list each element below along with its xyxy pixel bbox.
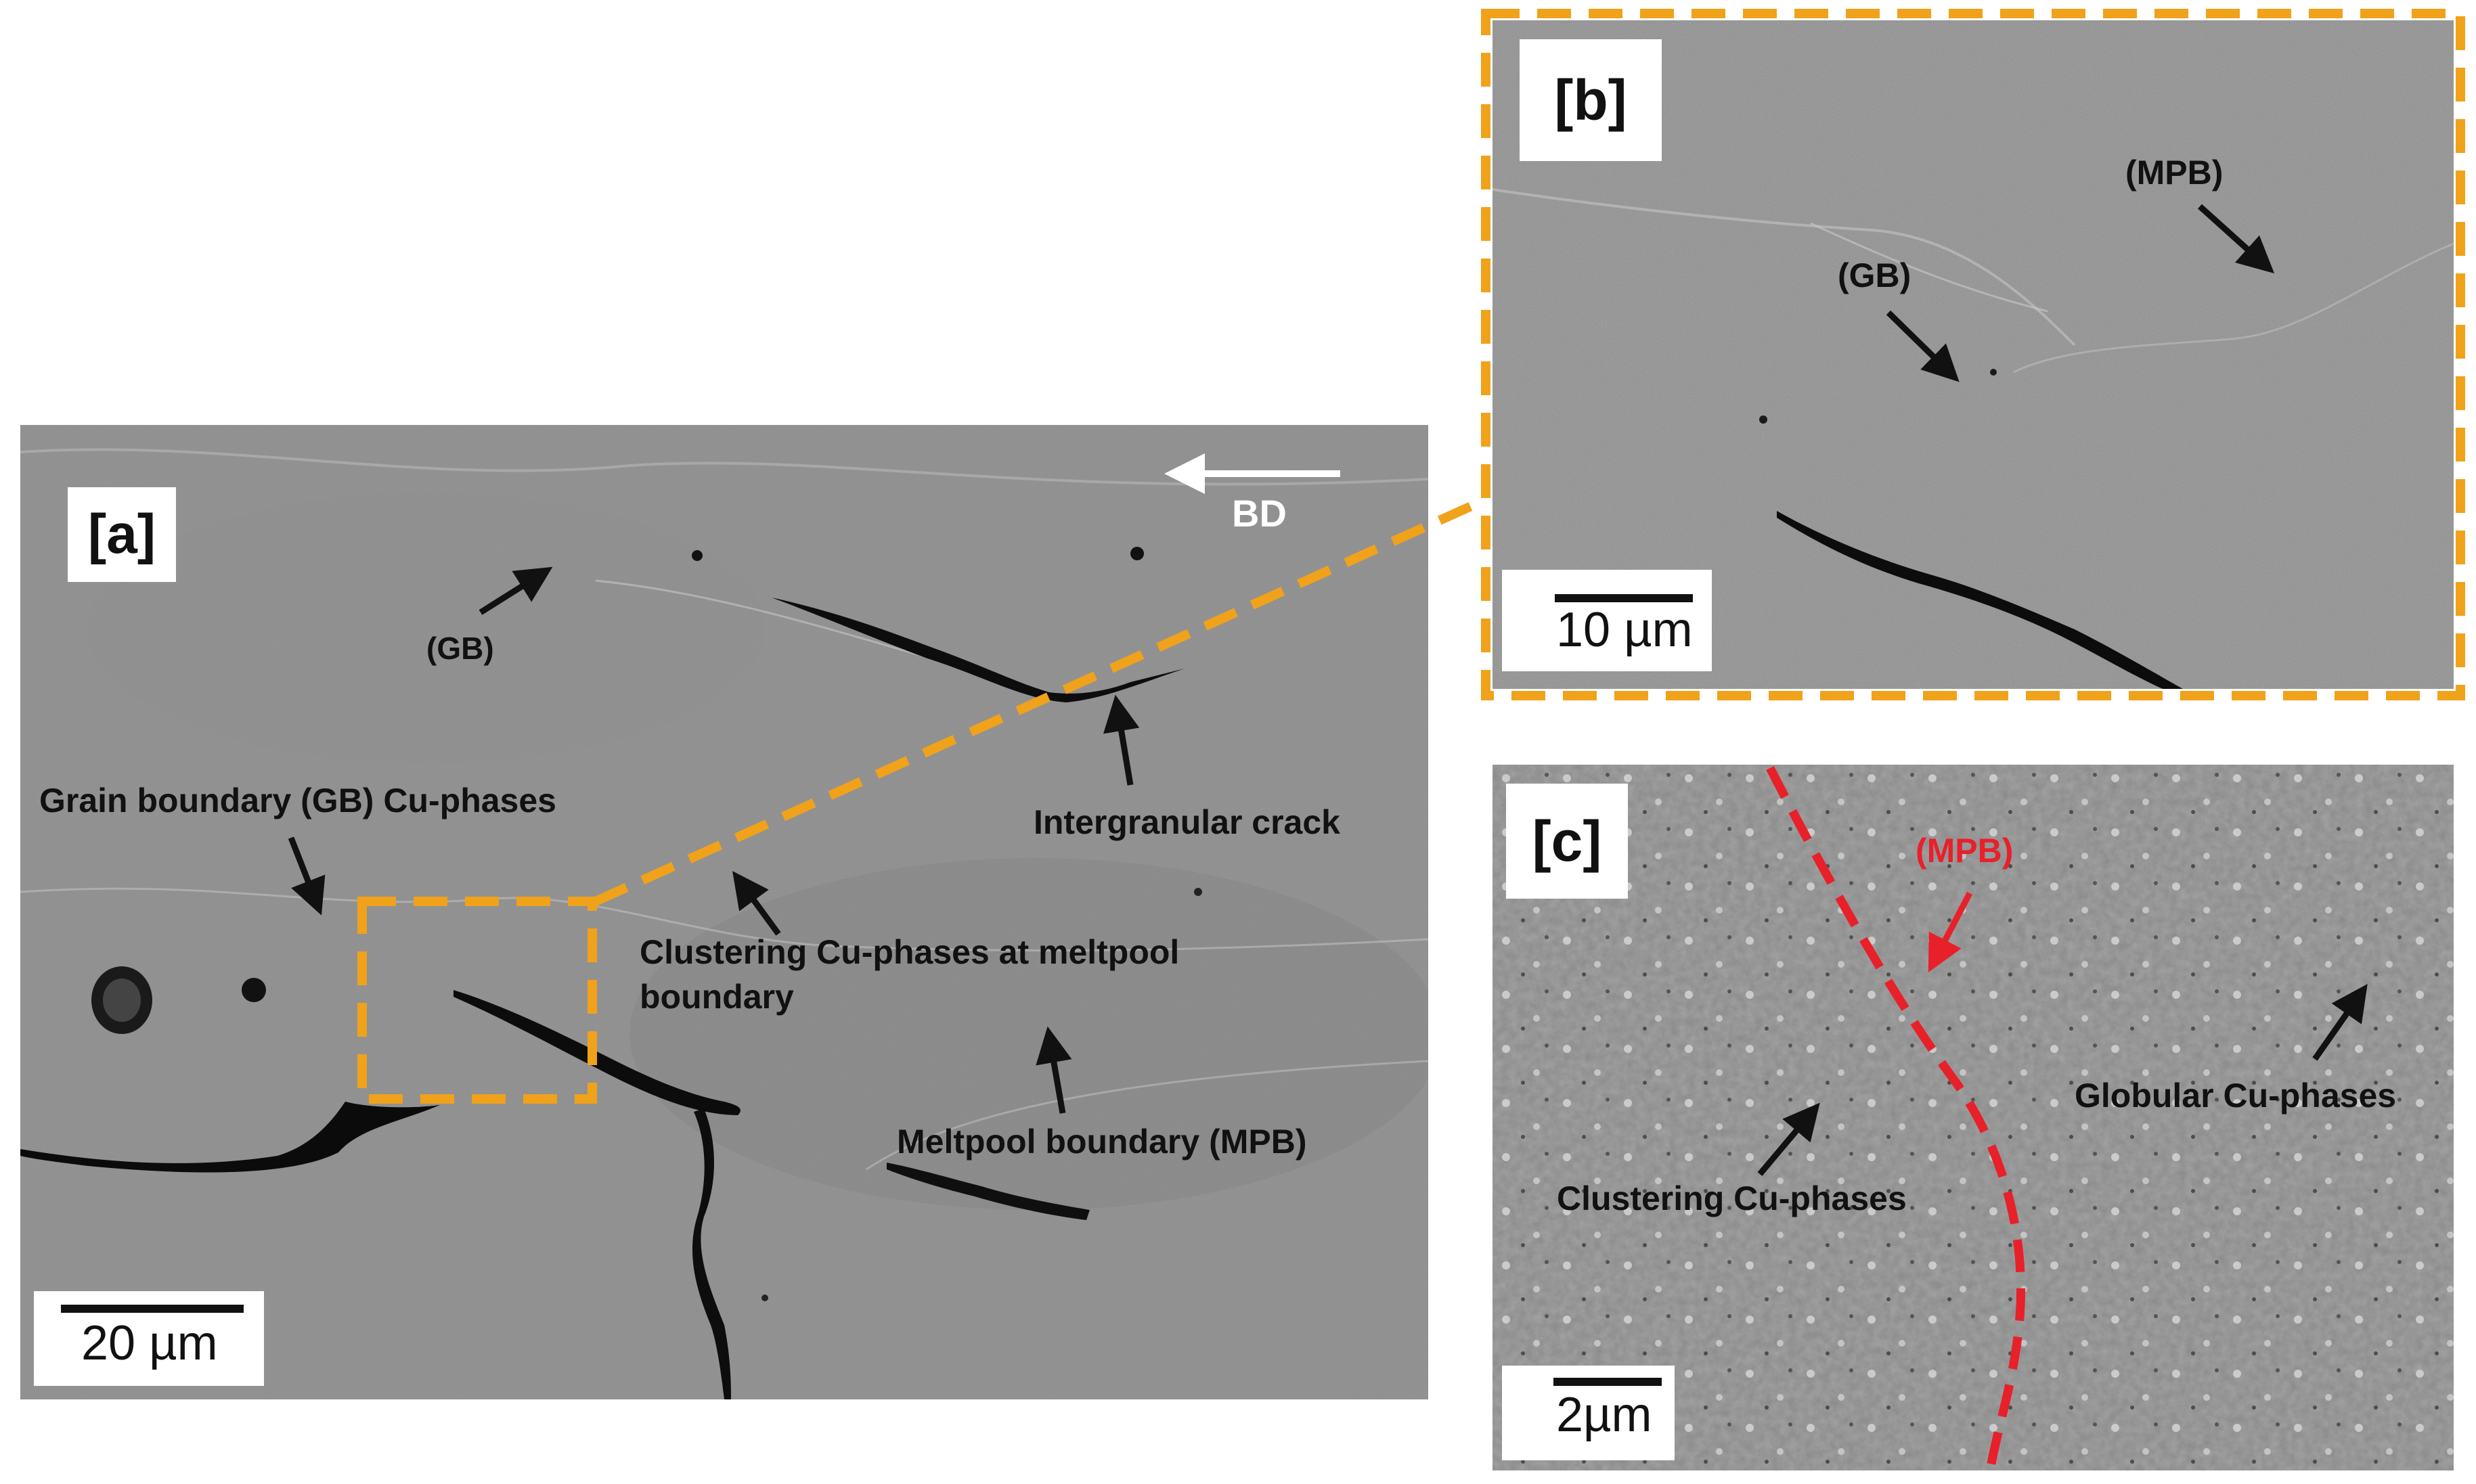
panel-a-texture xyxy=(20,425,1428,1399)
panel-c-mpb-label: (MPB) xyxy=(1916,832,2014,870)
panel-b-label: [b] xyxy=(1520,39,1662,161)
panel-a-scale-bar: 20 µm xyxy=(34,1291,264,1386)
panel-a-scale-text: 20 µm xyxy=(81,1316,218,1370)
panel-c-scale-text: 2µm xyxy=(1556,1388,1652,1442)
panel-c-label: [c] xyxy=(1506,784,1628,899)
panel-a-label: [a] xyxy=(68,487,176,582)
panel-a-gb-cu-phases-label: Grain boundary (GB) Cu-phases xyxy=(39,782,556,819)
panel-a-crack-label: Intergranular crack xyxy=(1034,803,1340,841)
panel-a-cluster-label-line2: boundary xyxy=(640,978,794,1016)
panel-a-gb-label: (GB) xyxy=(426,631,494,666)
panel-a-cluster-label-line1: Clustering Cu-phases at meltpool xyxy=(640,933,1180,971)
panel-b-scale-line xyxy=(1555,594,1693,602)
panel-c-scale-line xyxy=(1553,1378,1662,1386)
panel-a-scale-line xyxy=(61,1305,244,1313)
build-direction-label: BD xyxy=(1232,492,1287,535)
panel-c-clustering-label: Clustering Cu-phases xyxy=(1557,1179,1907,1217)
panel-b-gb-label: (GB) xyxy=(1838,256,1911,294)
panel-c-micrograph: [c] (MPB) Globular Cu-phases Clustering … xyxy=(1493,765,2454,1470)
panel-c-texture xyxy=(1493,765,2454,1470)
panel-c-globular-label: Globular Cu-phases xyxy=(2075,1077,2397,1115)
panel-a-micrograph: [a] BD (GB) Grain boundary (GB) Cu-phase… xyxy=(20,425,1428,1399)
panel-c-scale-bar: 2µm xyxy=(1502,1366,1675,1460)
panel-a-mpb-label: Meltpool boundary (MPB) xyxy=(897,1123,1307,1161)
panel-b-micrograph: [b] (MPB) (GB) 10 µm xyxy=(1493,20,2454,689)
panel-b-scale-bar: 10 µm xyxy=(1502,570,1712,671)
panel-b-mpb-label: (MPB) xyxy=(2125,154,2224,192)
panel-b-scale-text: 10 µm xyxy=(1556,603,1693,657)
